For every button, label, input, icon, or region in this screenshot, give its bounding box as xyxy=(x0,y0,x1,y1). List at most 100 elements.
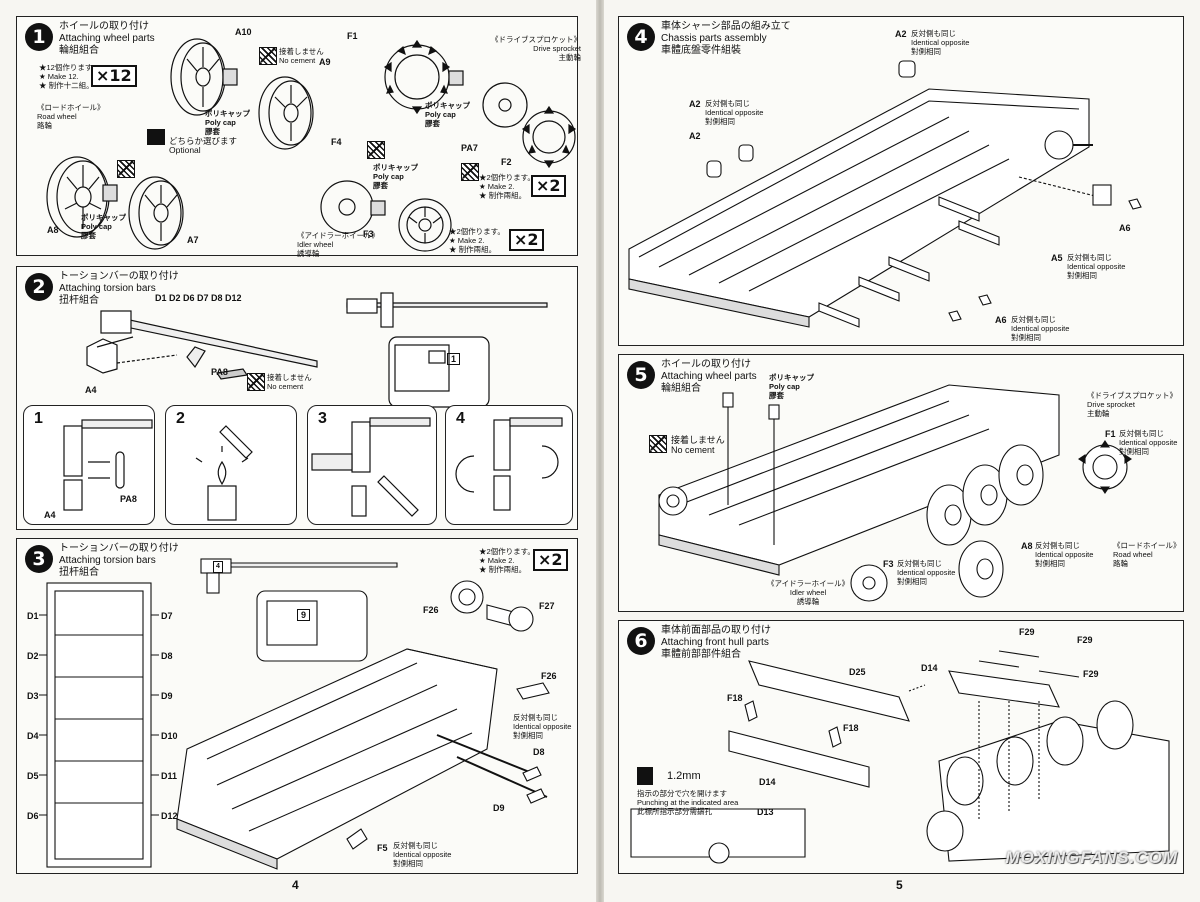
sub-number: 4 xyxy=(456,410,465,427)
opposite-jp: 反対側も同じ xyxy=(393,841,438,850)
step-5-title: ホイールの取り付け Attaching wheel parts 輪組組合 xyxy=(661,359,757,395)
opposite-en: Identical opposite xyxy=(1119,438,1178,447)
polycap-en: Poly cap xyxy=(205,118,236,127)
step-6-panel: 6 車体前面部品の取り付け Attaching front hull parts… xyxy=(618,620,1184,874)
part-f18-left: F18 xyxy=(727,693,743,703)
no-cement-en: No cement xyxy=(267,382,304,391)
step-6-title: 車体前面部品の取り付け Attaching front hull parts 車… xyxy=(661,625,771,661)
step-3-multiplier: ×2 xyxy=(533,549,568,571)
make2-en: ★ Make 2. xyxy=(479,182,515,191)
step-4-title-en: Chassis parts assembly xyxy=(661,33,767,44)
polycap-en: Poly cap xyxy=(373,172,404,181)
step-5-no-cement: 接着しません No cement xyxy=(671,435,725,455)
road-wheel-jp: 《ロードホイール》 xyxy=(1113,541,1181,550)
opposite-jp: 反対側も同じ xyxy=(705,99,750,108)
opposite-jp: 反対側も同じ xyxy=(1035,541,1080,550)
polycap-jp: ポリキャップ xyxy=(769,373,814,382)
optional-label: どちらか選びます Optional xyxy=(169,137,237,155)
no-cement-label: 接着しません No cement xyxy=(279,47,324,65)
sub-3-drawing xyxy=(311,417,431,517)
sub-number: 2 xyxy=(176,410,185,427)
multiplier-x2-idler: ×2 xyxy=(509,229,544,251)
step-4-a2-mid-opposite: 反対側も同じ Identical opposite 對側相同 xyxy=(705,99,763,126)
part-f26: F26 xyxy=(423,605,439,615)
step-2-title-cn: 扭杆組合 xyxy=(59,295,99,306)
sub-1-drawing xyxy=(63,419,153,511)
polycap-cn: 膠套 xyxy=(205,127,220,136)
road-wheel-label: 《ロードホイール》 Road wheel 路輪 xyxy=(37,103,105,130)
step-1-number: 1 xyxy=(25,23,53,51)
step-3-title-en: Attaching torsion bars xyxy=(59,555,156,566)
part-a8: A8 xyxy=(1021,541,1033,551)
part-a2-top: A2 xyxy=(895,29,907,39)
step-1-drawing xyxy=(46,38,577,252)
part-d9: D9 xyxy=(493,803,505,813)
make2-jp: ★2個作ります。 xyxy=(479,173,535,182)
polycap-label-3: ポリキャップ Poly cap 膠套 xyxy=(425,101,470,128)
make12-en: ★ Make 12. xyxy=(39,72,79,81)
step-5-f1-opposite: 反対側も同じ Identical opposite 對側相同 xyxy=(1119,429,1177,456)
multiplier-x2-sprocket: ×2 xyxy=(531,175,566,197)
step-4-drawing xyxy=(628,60,1142,328)
opposite-en: Identical opposite xyxy=(1035,550,1094,559)
watermark-text: MOXINGFANS.COM xyxy=(1005,848,1178,867)
opposite-cn: 對側相同 xyxy=(705,117,735,126)
step-3-make2-note: ★2個作ります。 ★ Make 2. ★ 制作兩組。 xyxy=(479,547,535,574)
row-label-d3: D3 xyxy=(27,691,39,701)
sprocket-cn: 主動輪 xyxy=(1087,409,1110,418)
drill-icon xyxy=(637,767,653,785)
sub-number: 3 xyxy=(318,410,327,427)
make2-jp: ★2個作ります。 xyxy=(449,227,505,236)
polycap-cn: 膠套 xyxy=(373,181,388,190)
opposite-jp: 反対側も同じ xyxy=(1067,253,1112,262)
step-6-title-en: Attaching front hull parts xyxy=(661,637,769,648)
row-label-d4: D4 xyxy=(27,731,39,741)
road-wheel-cn: 路輪 xyxy=(1113,559,1128,568)
sub-number: 1 xyxy=(34,410,43,427)
sprocket-en: Drive sprocket xyxy=(533,44,581,53)
step-4-a6-opposite: 反対側も同じ Identical opposite 對側相同 xyxy=(1011,315,1069,342)
make2-note-a: ★2個作ります。 ★ Make 2. ★ 制作兩組。 xyxy=(479,173,535,200)
optional-en: Optional xyxy=(169,145,201,155)
polycap-label-1: ポリキャップ Poly cap 膠套 xyxy=(205,109,250,136)
step-1-make12-note: ★12個作ります。 ★ Make 12. ★ 制作十二組。 xyxy=(39,63,99,90)
part-a6-right: A6 xyxy=(1119,223,1131,233)
step-4-a5-opposite: 反対側も同じ Identical opposite 對側相同 xyxy=(1067,253,1125,280)
sprocket-jp: 《ドライブスプロケット》 xyxy=(491,35,581,44)
idler-label: 《アイドラーホイール》 Idler wheel 誘導輪 xyxy=(297,231,379,258)
row-label-d2: D2 xyxy=(27,651,39,661)
step-2-sub-1: 1 A4 PA8 xyxy=(23,405,155,525)
step-6-title-jp: 車体前面部品の取り付け xyxy=(661,625,771,636)
punch-en: Punching at the indicated area xyxy=(637,798,739,807)
make2-cn: ★ 制作兩組。 xyxy=(449,245,497,254)
part-f29-b: F29 xyxy=(1077,635,1093,645)
step-6-drawing xyxy=(630,650,1170,864)
step-4-number: 4 xyxy=(627,23,655,51)
idler-en: Idler wheel xyxy=(789,588,827,597)
polycap-cn: 膠套 xyxy=(425,119,440,128)
part-a8: A8 xyxy=(47,225,59,235)
make2-cn: ★ 制作兩組。 xyxy=(479,565,527,574)
polycap-cn: 膠套 xyxy=(769,391,784,400)
idler-jp: 《アイドラーホイール》 xyxy=(297,231,380,240)
opposite-en: Identical opposite xyxy=(897,568,956,577)
step-1-title-cn: 輪組組合 xyxy=(59,45,99,56)
polycap-cn: 膠套 xyxy=(81,231,96,240)
part-f29-a: F29 xyxy=(1019,627,1035,637)
step-3-title-cn: 扭杆組合 xyxy=(59,567,99,578)
opposite-en: Identical opposite xyxy=(1011,324,1070,333)
part-f1: F1 xyxy=(347,31,358,41)
make2-en: ★ Make 2. xyxy=(479,556,515,565)
step-5-idler-label: 《アイドラーホイール》 Idler wheel 誘導輪 xyxy=(767,579,849,606)
sprocket-en: Drive sprocket xyxy=(1087,400,1135,409)
sub-part-a4: A4 xyxy=(44,510,56,520)
step-2-sub-4: 4 xyxy=(445,405,573,525)
step-3-drawing xyxy=(39,558,550,870)
road-wheel-en: Road wheel xyxy=(1113,550,1153,559)
step-5-number: 5 xyxy=(627,361,655,389)
part-a10: A10 xyxy=(235,27,252,37)
part-d25: D25 xyxy=(849,667,866,677)
part-d13: D13 xyxy=(757,807,774,817)
punch-jp: 指示の部分で穴を開けます xyxy=(637,789,727,798)
part-f27: F27 xyxy=(539,601,555,611)
